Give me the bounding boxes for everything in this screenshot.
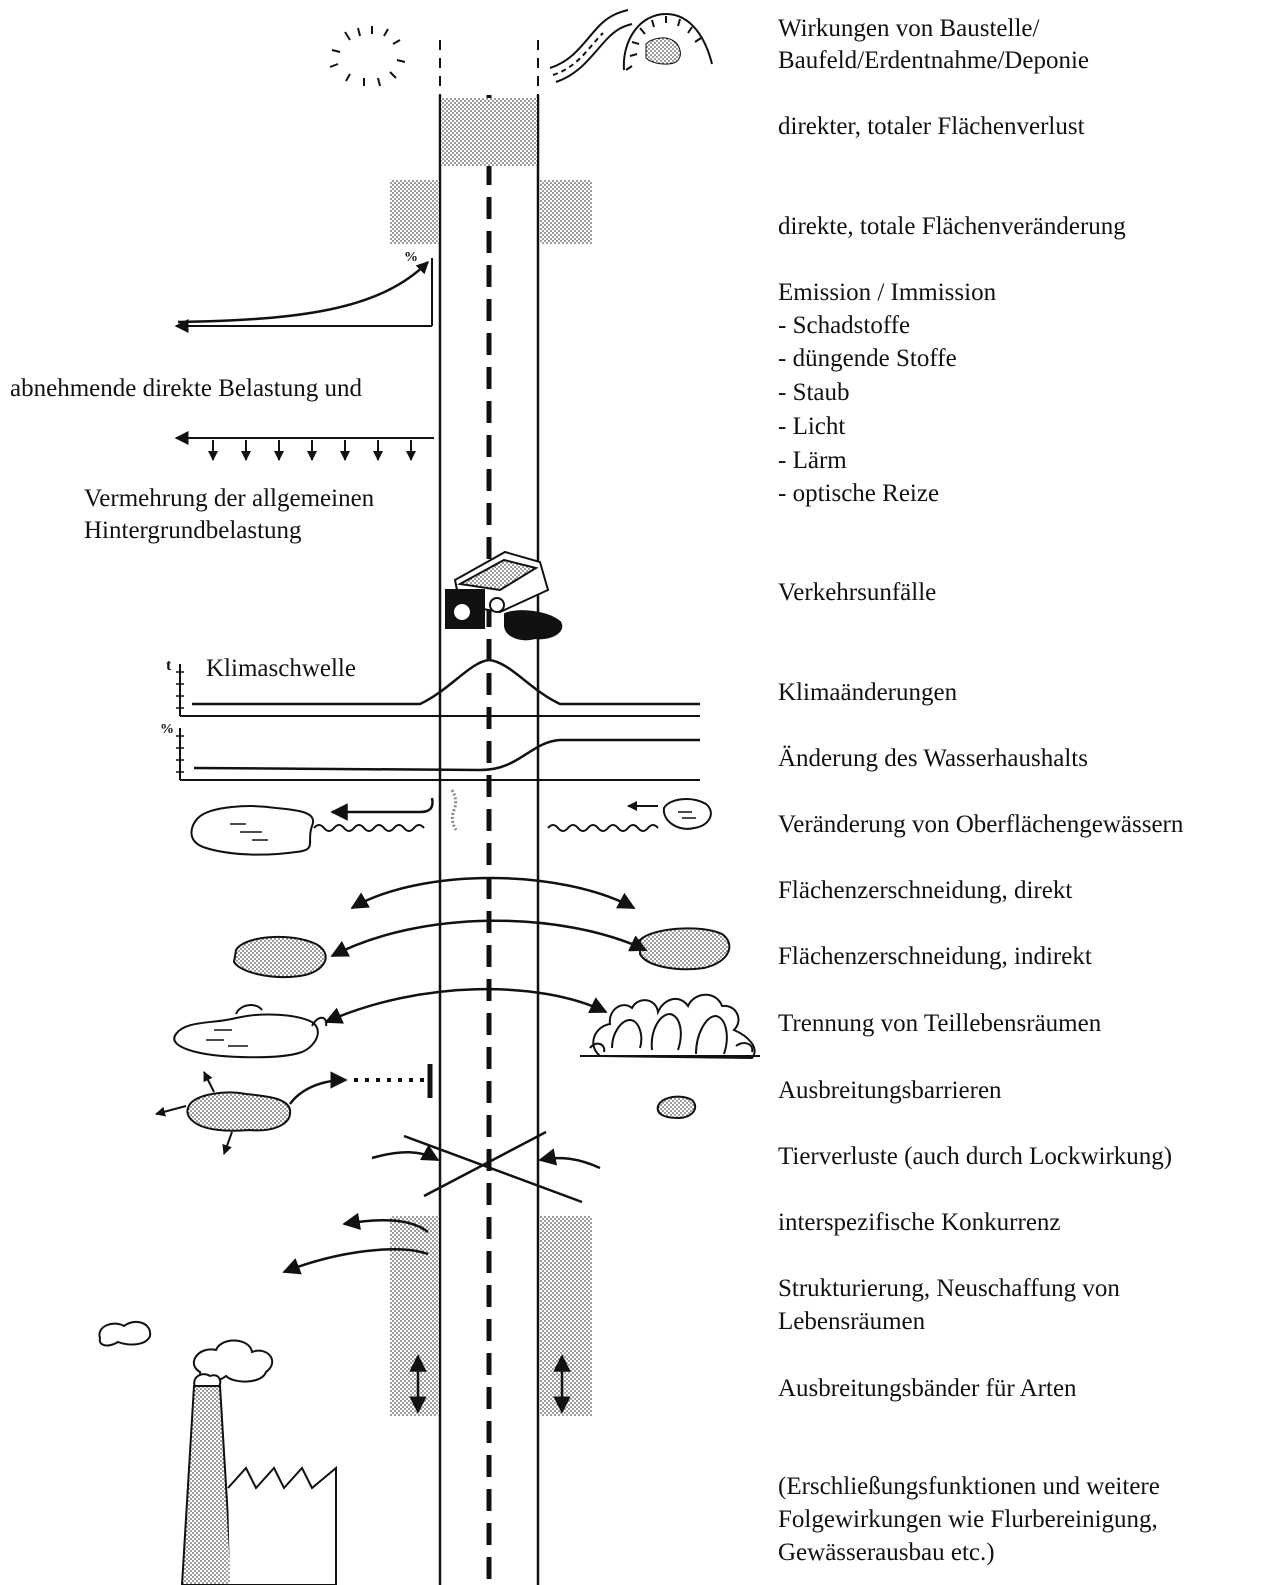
temperature-axis-symbol: t xyxy=(166,657,172,674)
label-surface-water: Veränderung von Oberflächengewässern xyxy=(778,811,1184,838)
label-climate-threshold: Klimaschwelle xyxy=(206,655,356,682)
direct-change-area-left xyxy=(390,180,439,244)
label-access-2: Folgewirkungen wie Flurbereinigung, xyxy=(778,1506,1158,1533)
fragmentation-direct-arrow xyxy=(350,876,636,910)
label-background-2: Hintergrundbelastung xyxy=(84,517,302,544)
dispersal-band-arrows xyxy=(409,1354,571,1414)
stippled-patch-icon xyxy=(186,1091,292,1132)
label-fragmentation-direct: Flächenzerschneidung, direkt xyxy=(778,877,1073,904)
label-competition: interspezifische Konkurrenz xyxy=(778,1209,1061,1236)
label-emission-item: - Lärm xyxy=(778,447,847,474)
label-decreasing-load: abnehmende direkte Belastung und xyxy=(10,375,362,402)
label-emission-item: - Staub xyxy=(778,379,850,406)
label-dispersal-barriers: Ausbreitungsbarrieren xyxy=(778,1077,1002,1104)
label-emission-item: - Licht xyxy=(778,413,846,440)
label-direct-change: direkte, totale Flächenveränderung xyxy=(778,213,1126,240)
direct-change-area-right xyxy=(540,180,592,244)
surface-water-right xyxy=(547,798,712,832)
label-emission-item: - optische Reize xyxy=(778,480,940,507)
road-mound-icon xyxy=(549,9,713,83)
label-access-3: Gewässerausbau etc.) xyxy=(778,1539,995,1566)
percent-axis-symbol: % xyxy=(160,722,174,737)
stippled-patch-icon xyxy=(232,935,327,978)
factory-icon xyxy=(98,1320,337,1585)
fragmentation-indirect xyxy=(232,919,731,978)
label-habitat-separation: Trennung von Teillebensräumen xyxy=(778,1010,1102,1037)
label-traffic-accidents: Verkehrsunfälle xyxy=(778,579,937,606)
small-pond-icon xyxy=(662,798,712,830)
tree-cluster-icon xyxy=(580,993,760,1060)
small-pond-icon xyxy=(656,1095,697,1120)
road xyxy=(438,40,540,1585)
habitat-separation xyxy=(173,987,760,1060)
label-animal-losses: Tierverluste (auch durch Lockwirkung) xyxy=(778,1143,1173,1170)
label-fragmentation-indirect: Flächenzerschneidung, indirekt xyxy=(778,943,1092,970)
background-load-arrows xyxy=(174,431,434,461)
percent-axis-symbol: % xyxy=(404,250,418,265)
sun-icon xyxy=(329,26,406,87)
verge-strip-left xyxy=(390,1216,439,1416)
lake-icon xyxy=(190,805,315,856)
animal-losses xyxy=(371,1130,601,1204)
direct-loss-area xyxy=(441,98,537,166)
vehicle-accident-icon xyxy=(445,550,563,641)
label-direct-loss: direkter, totaler Flächenverlust xyxy=(778,113,1085,140)
label-dispersal-bands: Ausbreitungsbänder für Arten xyxy=(778,1375,1077,1402)
water-balance-chart xyxy=(176,728,700,781)
stippled-patch-icon xyxy=(639,927,731,971)
climate-chart xyxy=(176,658,700,717)
label-water-balance: Änderung des Wasserhaushalts xyxy=(778,745,1088,772)
label-emission-item: - düngende Stoffe xyxy=(778,345,957,372)
wetland-icon xyxy=(173,1013,319,1059)
competition-arrows xyxy=(282,1212,429,1275)
load-curve xyxy=(174,258,433,333)
dispersal-barrier xyxy=(155,1064,697,1155)
label-emission-item: - Schadstoffe xyxy=(778,312,911,339)
label-structuring-1: Strukturierung, Neuschaffung von xyxy=(778,1275,1120,1302)
label-structuring-2: Lebensräumen xyxy=(778,1308,926,1335)
surface-water-left xyxy=(190,789,458,856)
label-impacts-title-1: Wirkungen von Baustelle/ xyxy=(778,15,1040,42)
label-access-1: (Erschließungsfunktionen und weitere xyxy=(778,1473,1160,1500)
label-emission-head: Emission / Immission xyxy=(778,279,997,306)
verge-strip-right xyxy=(540,1216,592,1416)
label-impacts-title-2: Baufeld/Erdentnahme/Deponie xyxy=(778,47,1089,74)
label-background-1: Vermehrung der allgemeinen xyxy=(84,485,375,512)
label-climate-changes: Klimaänderungen xyxy=(778,679,958,706)
